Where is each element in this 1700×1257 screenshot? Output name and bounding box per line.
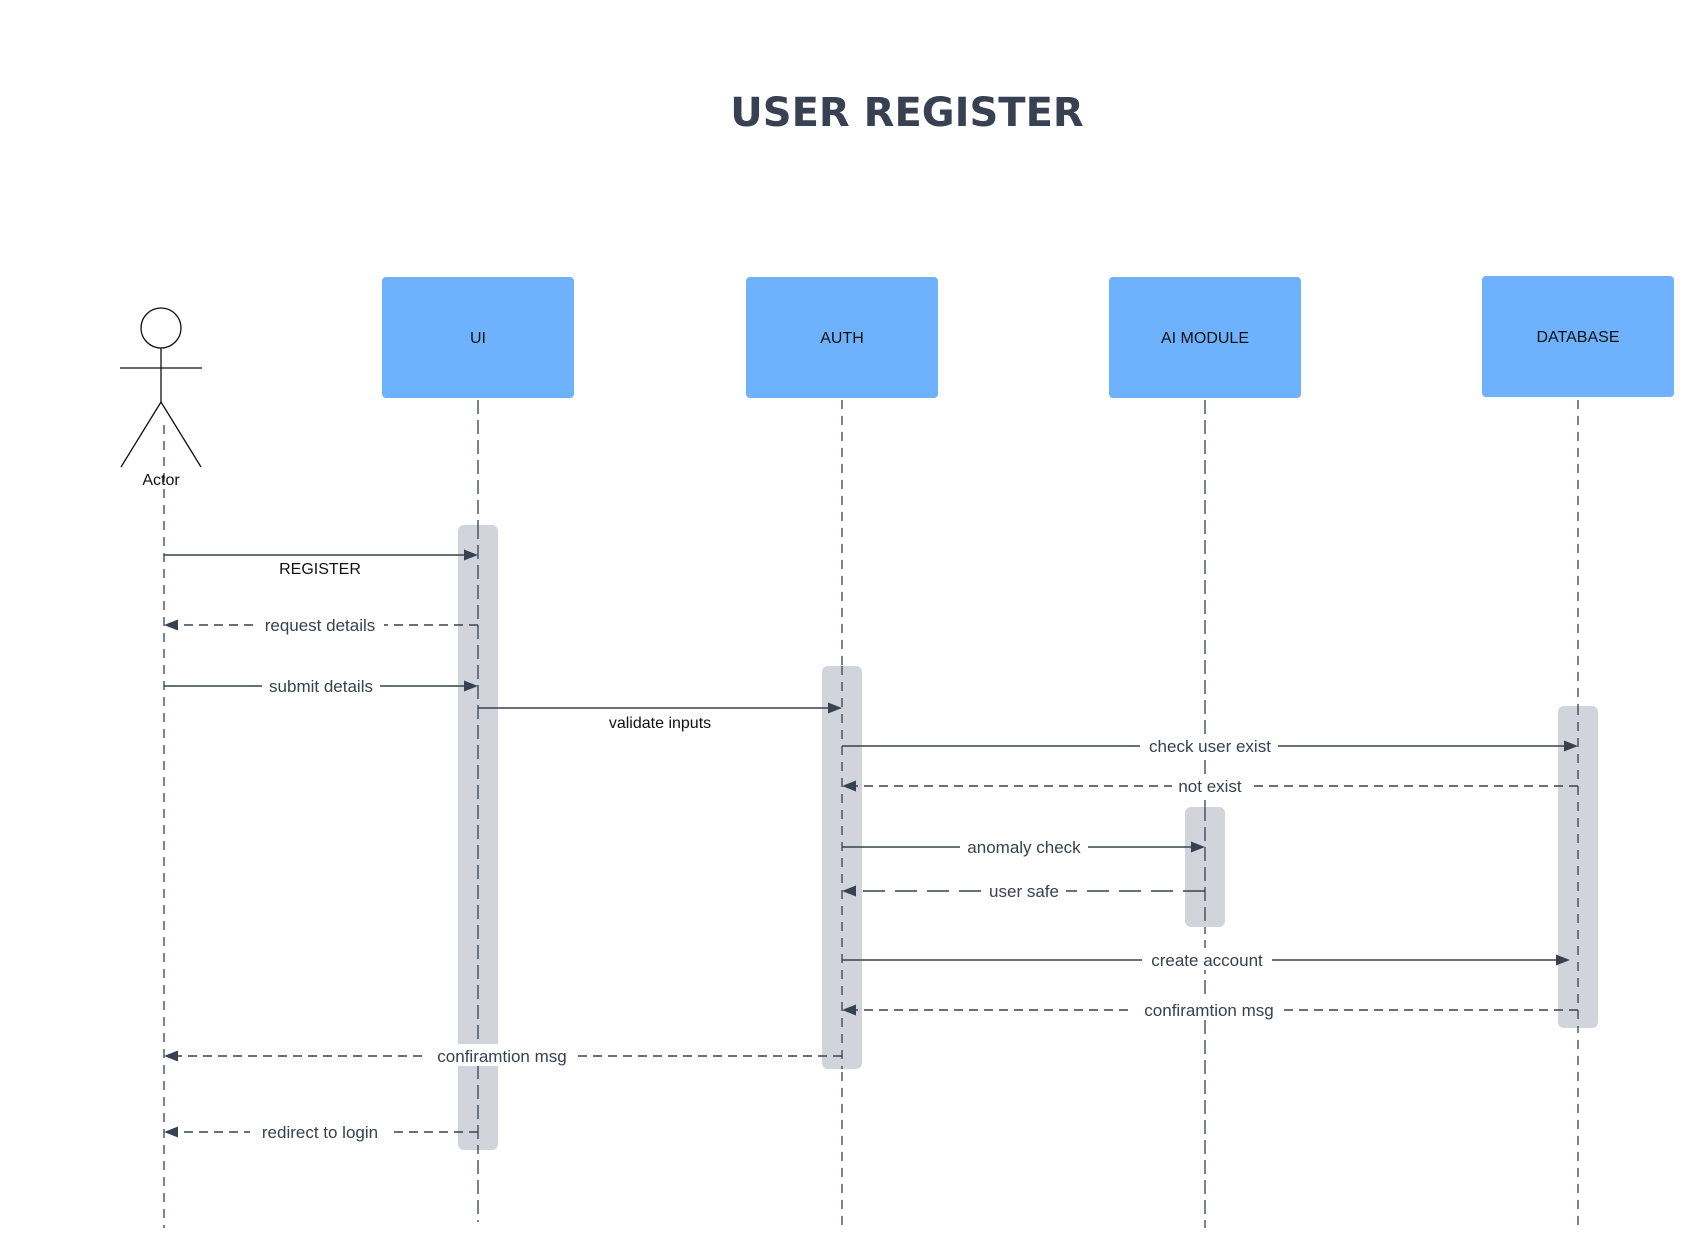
lifelines xyxy=(163,400,1579,1228)
arrowhead-icon xyxy=(842,1004,856,1016)
label-bg xyxy=(262,674,380,696)
actor-left-leg xyxy=(120,401,162,468)
label-bg xyxy=(250,1120,390,1142)
participant-label-auth: AUTH xyxy=(820,330,864,347)
label-bg xyxy=(982,879,1066,901)
message-label: validate inputs xyxy=(609,715,711,732)
participant-ai: AI MODULE xyxy=(1109,277,1301,398)
actor-right-leg xyxy=(160,401,202,468)
messages xyxy=(164,549,1578,1138)
activation-bars xyxy=(458,525,1598,1150)
message-label: redirect to login xyxy=(262,1123,378,1142)
participant-ui: UI xyxy=(382,277,574,398)
label-bg xyxy=(256,613,384,635)
label-bg xyxy=(1134,998,1284,1020)
label-bg xyxy=(960,835,1088,857)
participant-box-db xyxy=(1482,276,1674,397)
arrowhead-icon xyxy=(1564,740,1578,752)
participant-box-auth xyxy=(746,277,938,398)
participant-label-ai: AI MODULE xyxy=(1161,330,1249,347)
diagram-title: USER REGISTER xyxy=(730,90,1083,136)
message-labels: REGISTER request details submit details … xyxy=(250,561,1284,1142)
message-label: request details xyxy=(265,616,376,635)
arrowhead-icon xyxy=(164,1050,178,1062)
activation-auth xyxy=(822,666,862,1069)
arrowhead-icon xyxy=(828,702,842,714)
actor xyxy=(120,307,202,468)
label-bg xyxy=(1142,948,1272,970)
message-label: user safe xyxy=(989,882,1059,901)
label-bg xyxy=(426,1044,578,1066)
message-label: not exist xyxy=(1178,777,1242,796)
message-label: create account xyxy=(1151,951,1263,970)
message-label: submit details xyxy=(269,677,373,696)
actor-label: Actor xyxy=(142,472,180,489)
message-label: confiramtion msg xyxy=(437,1047,566,1066)
actor-head-icon xyxy=(140,307,182,349)
arrowhead-icon xyxy=(1191,841,1205,853)
message-label: check user exist xyxy=(1149,737,1271,756)
participant-label-db: DATABASE xyxy=(1537,329,1620,346)
arrowhead-icon xyxy=(1556,954,1570,966)
participant-db: DATABASE xyxy=(1482,276,1674,397)
message-label: confiramtion msg xyxy=(1144,1001,1273,1020)
participant-label-ui: UI xyxy=(470,330,486,347)
message-label: REGISTER xyxy=(279,561,361,578)
arrowhead-icon xyxy=(464,549,478,561)
arrowhead-icon xyxy=(164,619,178,631)
arrowhead-icon xyxy=(842,885,856,897)
arrowhead-icon xyxy=(164,1126,178,1138)
arrowhead-icon xyxy=(842,780,856,792)
participant-box-ai xyxy=(1109,277,1301,398)
participant-auth: AUTH xyxy=(746,277,938,398)
participant-box-ui xyxy=(382,277,574,398)
label-bg xyxy=(1172,774,1248,796)
message-label: anomaly check xyxy=(967,838,1081,857)
label-bg xyxy=(1140,734,1278,756)
arrowhead-icon xyxy=(464,680,478,692)
